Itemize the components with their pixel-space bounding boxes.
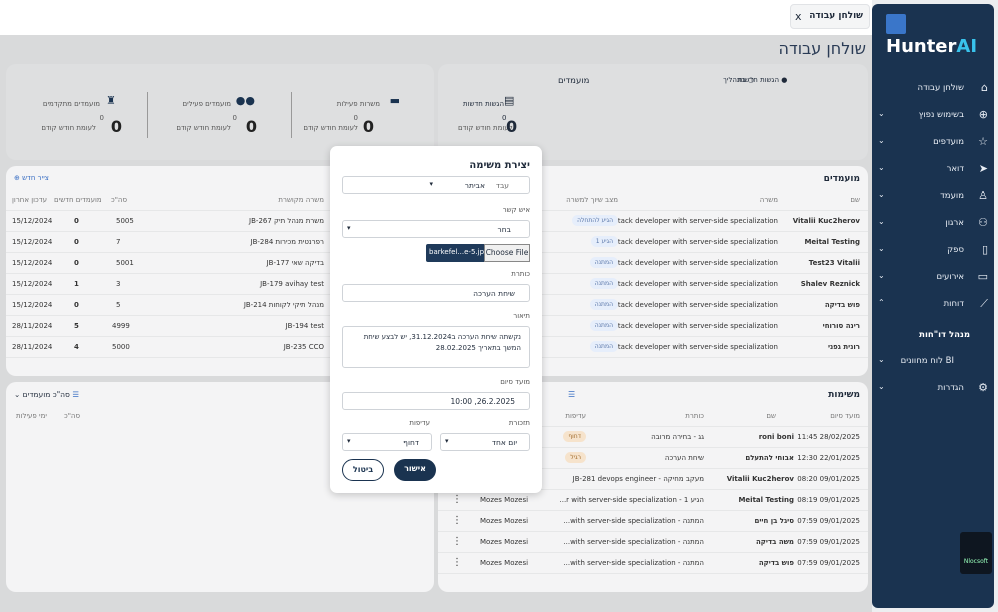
- table-header: משרה מקושרת סה"כ מועמדים חדשים עדכון אחר…: [6, 190, 434, 211]
- cancel-button[interactable]: ביטול: [342, 459, 384, 481]
- sidebar-item-mail[interactable]: ⌄דואר➤: [878, 162, 988, 175]
- reminder-select[interactable]: יום אחד ▾: [440, 433, 530, 451]
- org-icon: ⚇: [978, 216, 988, 229]
- page-title: שולחן עבודה: [778, 39, 867, 58]
- sidebar-item-bi-dashboard[interactable]: ⌄לוח מחוונים BI: [878, 355, 954, 366]
- sidebar-item-settings[interactable]: ⌄הגדרות⚙: [878, 381, 988, 394]
- stat-active-jobs: ▬ משרות פעילות 0 לעומת חודש קודם 0: [303, 94, 400, 136]
- stats-card: ▬ משרות פעילות 0 לעומת חודש קודם 0 ●● מו…: [6, 64, 434, 160]
- filter-new-submissions[interactable]: הגשות חדשות ●: [738, 76, 788, 84]
- chevron-down-icon: ▾: [347, 224, 351, 232]
- assignee-select[interactable]: עבד אביתר ▾: [342, 176, 530, 194]
- sidebar-item-reports[interactable]: ⌃דוחות⟋: [878, 297, 988, 310]
- close-tab-icon[interactable]: x: [795, 10, 802, 23]
- corner-logo: Nlocsoft: [960, 532, 992, 574]
- title-field[interactable]: שיחת הערכה: [342, 284, 530, 302]
- plug-icon: ⊕: [978, 108, 988, 121]
- document-icon: ▤: [504, 94, 515, 107]
- totals-title[interactable]: ⌄ סה"כ מועמדים ☰: [14, 390, 80, 399]
- sidebar-item-favorites[interactable]: ⌄מועדפים☆: [878, 135, 988, 148]
- chevron-down-icon: ▾: [445, 437, 449, 445]
- table-row[interactable]: Meital Testing...1-stack developer with …: [438, 232, 868, 253]
- jobs-table: משרה מקושרת סה"כ מועמדים חדשים עדכון אחר…: [6, 190, 434, 370]
- candidates-stats-card: מועמדים הגשות חדשות ● בתהליך ○ ▤ הגשות ח…: [438, 64, 868, 160]
- briefcase-icon: ▬: [389, 94, 400, 107]
- stat-advanced-candidates: ♜ מועמדים מתקדמים 0 לעומת חודש קודם 0: [41, 94, 122, 136]
- sidebar-item-report-manager[interactable]: מנהל דו"חות: [919, 330, 970, 340]
- table-row[interactable]: רונית גפני...1-stack developer with serv…: [438, 337, 868, 358]
- person-badge-icon: ♜: [106, 94, 116, 107]
- create-task-dialog: יצירת משימה עבד אביתר ▾ איש קשר בחר ▾ ba…: [330, 146, 542, 493]
- user-icon: ♙: [978, 189, 988, 202]
- tab-label: שולחן עבודה: [809, 11, 863, 21]
- sidebar-item-workspace[interactable]: שולחן עבודה⌂: [917, 81, 988, 94]
- description-field[interactable]: נקשתה שיחת הערכה ב31.12.2024, יש לבצע שי…: [342, 326, 530, 368]
- table-row[interactable]: Vitalii Kuc2herov...1-stack developer wi…: [438, 211, 868, 232]
- gear-icon: ⚙: [978, 381, 988, 394]
- filter-in-process[interactable]: בתהליך ○: [723, 76, 754, 84]
- more-icon: ⋮: [452, 536, 462, 547]
- more-icon: ⋮: [452, 515, 462, 526]
- stat-active-candidates: ●● מועמדים פעילים 0 לעומת חודש קודם 0: [176, 94, 257, 136]
- table-row[interactable]: Shalev Reznick...1-stack developer with …: [438, 274, 868, 295]
- chevron-down-icon: ▾: [347, 437, 351, 445]
- app-logo: HunterAI: [886, 14, 994, 57]
- table-row[interactable]: פוש בדיקה...1-stack developer with serve…: [438, 295, 868, 316]
- due-date-field[interactable]: 10:00 ,26.2.2025: [342, 392, 530, 410]
- confirm-button[interactable]: אישור: [394, 459, 436, 481]
- chevron-down-icon: ▾: [429, 180, 433, 188]
- send-icon: ➤: [978, 162, 988, 175]
- priority-select[interactable]: דחוף ▾: [342, 433, 432, 451]
- users-icon: ●●: [235, 94, 255, 107]
- list-icon[interactable]: ☰: [568, 390, 576, 399]
- book-icon: ▯: [981, 243, 988, 256]
- sidebar-item-candidate[interactable]: ⌄מועמד♙: [878, 189, 988, 202]
- table-row[interactable]: Test23 Vitalii...1-stack developer with …: [438, 253, 868, 274]
- calendar-icon: ▭: [977, 270, 988, 283]
- choose-file-button[interactable]: Choose File: [484, 244, 530, 262]
- sidebar-item-common[interactable]: ⌄בשימוש נפוץ⊕: [878, 108, 988, 121]
- new-job-link[interactable]: ⊕ צייר חדש: [14, 174, 49, 182]
- home-icon: ⌂: [981, 81, 988, 94]
- more-icon: ⋮: [452, 557, 462, 568]
- star-icon: ☆: [978, 135, 988, 148]
- file-input[interactable]: barkefel...e-5.jpg Choose File: [426, 244, 530, 262]
- sidebar-item-events[interactable]: ⌄אירועים▭: [878, 270, 988, 283]
- tab-workspace[interactable]: שולחן עבודה x: [790, 4, 870, 29]
- sidebar: HunterAI שולחן עבודה⌂ ⌄בשימוש נפוץ⊕ ⌄מוע…: [872, 4, 994, 608]
- more-icon: ⋮: [452, 494, 462, 505]
- chart-icon: ⟋: [980, 297, 988, 310]
- contact-select[interactable]: בחר ▾: [342, 220, 530, 238]
- sidebar-item-organization[interactable]: ⌄ארגון⚇: [878, 216, 988, 229]
- logo-mark-icon: [886, 14, 906, 34]
- top-bar: [0, 0, 872, 35]
- table-row[interactable]: רינה סורוחי...1-stack developer with ser…: [438, 316, 868, 337]
- sidebar-item-vendor[interactable]: ⌄ספק▯: [878, 243, 988, 256]
